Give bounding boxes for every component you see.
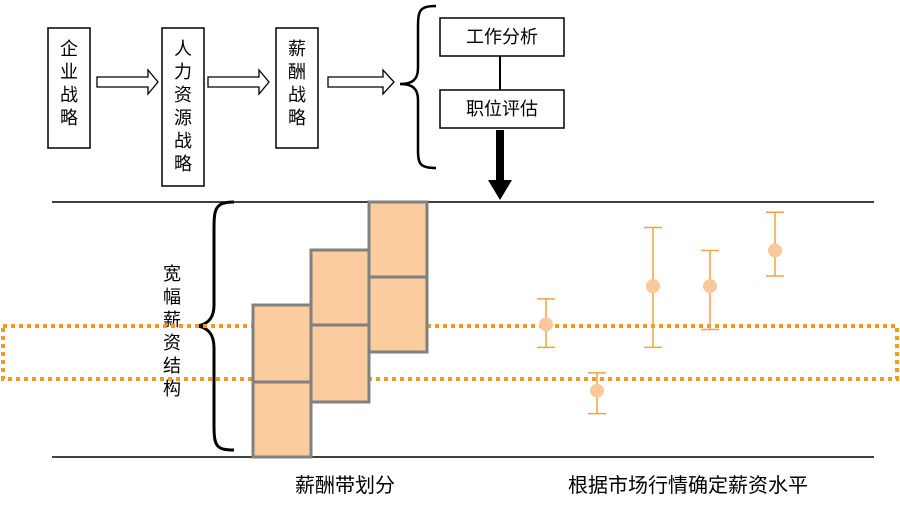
market-range-midpoint bbox=[768, 243, 782, 258]
market-range-1 bbox=[537, 298, 555, 349]
analysis-steps: 工作分析 职位评估 bbox=[439, 17, 565, 200]
hollow-arrow-3 bbox=[327, 68, 395, 96]
band-2-upper bbox=[309, 248, 371, 327]
market-range-5 bbox=[766, 211, 784, 277]
highlight-band bbox=[1, 324, 899, 381]
strategy-box-hr-label: 人力资源战略 bbox=[174, 39, 192, 175]
broadband-label: 宽幅薪资结构 bbox=[163, 264, 181, 400]
strategy-box-compensation bbox=[275, 27, 319, 149]
strategy-box-compensation-label: 薪酬战略 bbox=[288, 39, 306, 129]
market-range-midpoint bbox=[539, 317, 553, 332]
market-ranges bbox=[537, 211, 784, 415]
strategy-box-enterprise bbox=[47, 27, 91, 149]
strategy-box-hr bbox=[161, 27, 205, 187]
market-range-midpoint bbox=[703, 279, 717, 294]
market-range-midpoint bbox=[646, 279, 660, 294]
strategy-chain: 企业战略 人力资源战略 薪酬战略 bbox=[47, 27, 395, 187]
band-3-lower bbox=[367, 275, 429, 354]
market-range-4 bbox=[701, 249, 719, 331]
hollow-arrow-2 bbox=[207, 68, 270, 96]
salary-bands bbox=[251, 200, 429, 459]
left-brace-small bbox=[399, 4, 437, 170]
caption-market: 根据市场行情确定薪资水平 bbox=[568, 473, 808, 497]
band-1-upper bbox=[251, 303, 313, 384]
job-analysis-box bbox=[439, 17, 565, 57]
band-3-upper bbox=[367, 200, 429, 279]
market-range-3 bbox=[644, 226, 662, 349]
strategy-box-enterprise-label: 企业战略 bbox=[60, 39, 78, 129]
job-evaluation-label: 职位评估 bbox=[466, 99, 538, 120]
caption-bands: 薪酬带划分 bbox=[295, 473, 395, 497]
job-analysis-label: 工作分析 bbox=[466, 27, 538, 48]
hollow-arrow-1 bbox=[96, 68, 159, 96]
down-arrow bbox=[488, 130, 512, 200]
band-2-lower bbox=[309, 323, 371, 404]
market-range-midpoint bbox=[590, 383, 604, 398]
band-1-lower bbox=[251, 380, 313, 459]
market-range-2 bbox=[588, 372, 606, 415]
job-evaluation-box bbox=[439, 89, 565, 129]
